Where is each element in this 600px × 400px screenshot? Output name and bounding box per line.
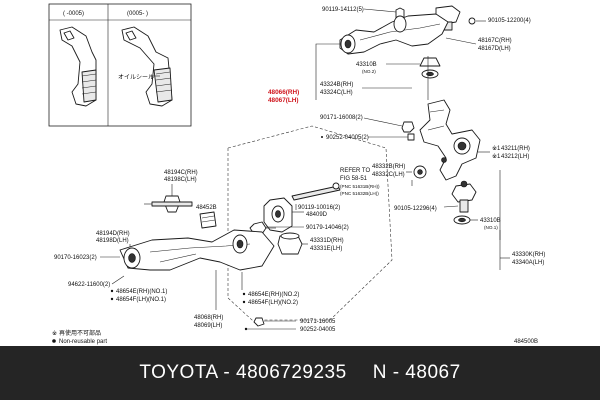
upper-control-arm-group: 90119-14112(5) 90105-12200(4) 48167C(RH)… [268,5,531,104]
callout-mark-43212: ※1 [492,153,501,160]
callout-43310b-lower-no: (NO.1) [484,225,498,230]
knuckle-nut [401,121,415,133]
callout-48654f-no1: 48654F(LH)(NO.1) [116,297,166,303]
callout-43310b-upper: 43310B [356,62,377,68]
callout-48409d: 48409D [306,212,328,218]
rear-bushing-group: 48409D REFER TO FIG 58-51 (PNC 51631B(RH… [263,168,380,233]
refer-bolt [291,185,341,201]
callout-48198d: 48198D(LH) [96,238,129,244]
legend-reuse-jp: 再使用不可部品 [59,329,101,337]
callout-48067[interactable]: 48067(LH) [268,97,299,104]
callout-48452b: 48452B [196,205,217,211]
callout-43212: 43212(LH) [501,154,529,160]
callout-90252-04005-upper: 90252-04005(2) [326,135,369,141]
callout-48332b: 48332B(RH) [372,164,405,170]
callout-48654e-no2: 48654E(RH)(NO.2) [248,292,299,298]
callout-90171-16008: 90171-16008(2) [320,115,363,121]
lower-fasteners: 90171-16005 90252-04005 [244,317,336,333]
lower-control-arm [119,229,275,271]
callout-90252-04005-lower: 90252-04005 [300,327,336,333]
callout-48194d: 48194D(RH) [96,231,130,237]
legend-reuse-mark: ※ [52,330,57,337]
callout-43331d: 43331D(RH) [310,238,344,244]
callout-48198c: 48198C(LH) [164,177,197,183]
upper-arm-variant-early [59,26,97,107]
steering-knuckle [419,99,481,181]
refer-line-2: FIG 58-51 [340,176,368,182]
legend-dot-icon [52,339,56,343]
callout-43340a: 43340A(LH) [512,260,544,266]
callout-43211: 43211(RH) [501,146,530,152]
upper-control-arm [339,13,449,55]
callout-43310b-upper-no: (NO.2) [362,69,376,74]
legend: ※ 再使用不可部品 Non-reusable part [52,329,107,345]
callout-48167d: 48167D(LH) [478,46,511,52]
inset-right-label: (0005- ) [127,11,148,17]
callout-90179-14046: 90179-14046(2) [306,225,349,231]
cam-bolt-front [151,201,193,207]
steering-knuckle-group: 90171-16008(2) 90252-04005(2) ※1 43211(R… [320,56,545,270]
upper-arm-variant-late [121,26,173,107]
callout-90171-16005: 90171-16005 [300,319,336,325]
callout-48654e-no1: 48654E(RH)(NO.1) [116,289,167,295]
lower-bushing-43331: 43331D(RH) 43331E(LH) [277,232,344,255]
refer-line-3: (PNC 51631B(RH)) [340,184,380,189]
lower-assembly-outline [227,125,393,321]
refer-line-4: (PNC 51632B(LH)) [340,191,379,196]
suspension-parts-diagram: ( -0005) (0005- ) オイルシール 90119-14112(5) … [48,3,545,345]
callout-48194c: 48194C(RH) [164,170,198,176]
leader-90119-14112 [363,8,397,13]
callout-90105-12200: 90105-12200(4) [488,18,531,24]
refer-line-1: REFER TO [340,168,370,174]
callout-mark-43211: ※1 [492,145,501,152]
figure-code: 484500B [514,339,538,345]
inset-box: ( -0005) (0005- ) オイルシール [48,3,192,127]
callout-43331e: 43331E(LH) [310,246,342,252]
callout-90119-10016: 90119-10016(2) [298,205,340,211]
lower-ball-joint [451,183,477,203]
caption-brand: TOYOTA - 4806729235 [139,362,347,383]
callout-48066[interactable]: 48066(RH) [268,89,299,96]
callout-90170-16023: 90170-16023(2) [54,255,97,261]
callout-43310b-lower: 43310B [480,218,501,224]
inset-frame [48,3,192,127]
callout-94622-11600: 94622-11600(2) [68,282,110,288]
callout-48654f-no2: 48654F(LH)(NO.2) [248,300,298,306]
callout-43324c: 43324C(LH) [320,90,353,96]
upper-arm-bushing-rear [393,15,407,33]
callout-48167c: 48167C(RH) [478,38,512,44]
caption-part-code: N - 48067 [372,362,461,383]
oil-seal-label: オイルシール [118,74,154,81]
lower-control-arm-group: 48194D(RH) 48198D(LH) 90170-16023(2) 946… [54,229,299,329]
lower-arm-front-bolt-group: 48194C(RH) 48198C(LH) [144,170,198,213]
upper-nut [468,17,476,25]
upper-ball-joint-boot [419,57,441,67]
callout-90119-14112: 90119-14112(5) [322,7,364,13]
callout-43330k: 43330K(RH) [512,252,545,258]
callout-90105-12296: 90105-12296(4) [394,206,437,212]
callout-48069: 48069(LH) [194,323,222,329]
spring-bumper: 48452B [196,205,217,229]
callout-43324b: 43324B(RH) [320,82,353,88]
callout-48068: 48068(RH) [194,315,223,321]
callout-48332c: 48332C(LH) [372,172,405,178]
nut-90171-16005 [253,317,265,327]
inset-left-label: ( -0005) [63,11,84,17]
caption-bar: TOYOTA - 4806729235 N - 48067 [0,346,600,400]
legend-reuse-en: Non-reusable part [59,339,107,345]
